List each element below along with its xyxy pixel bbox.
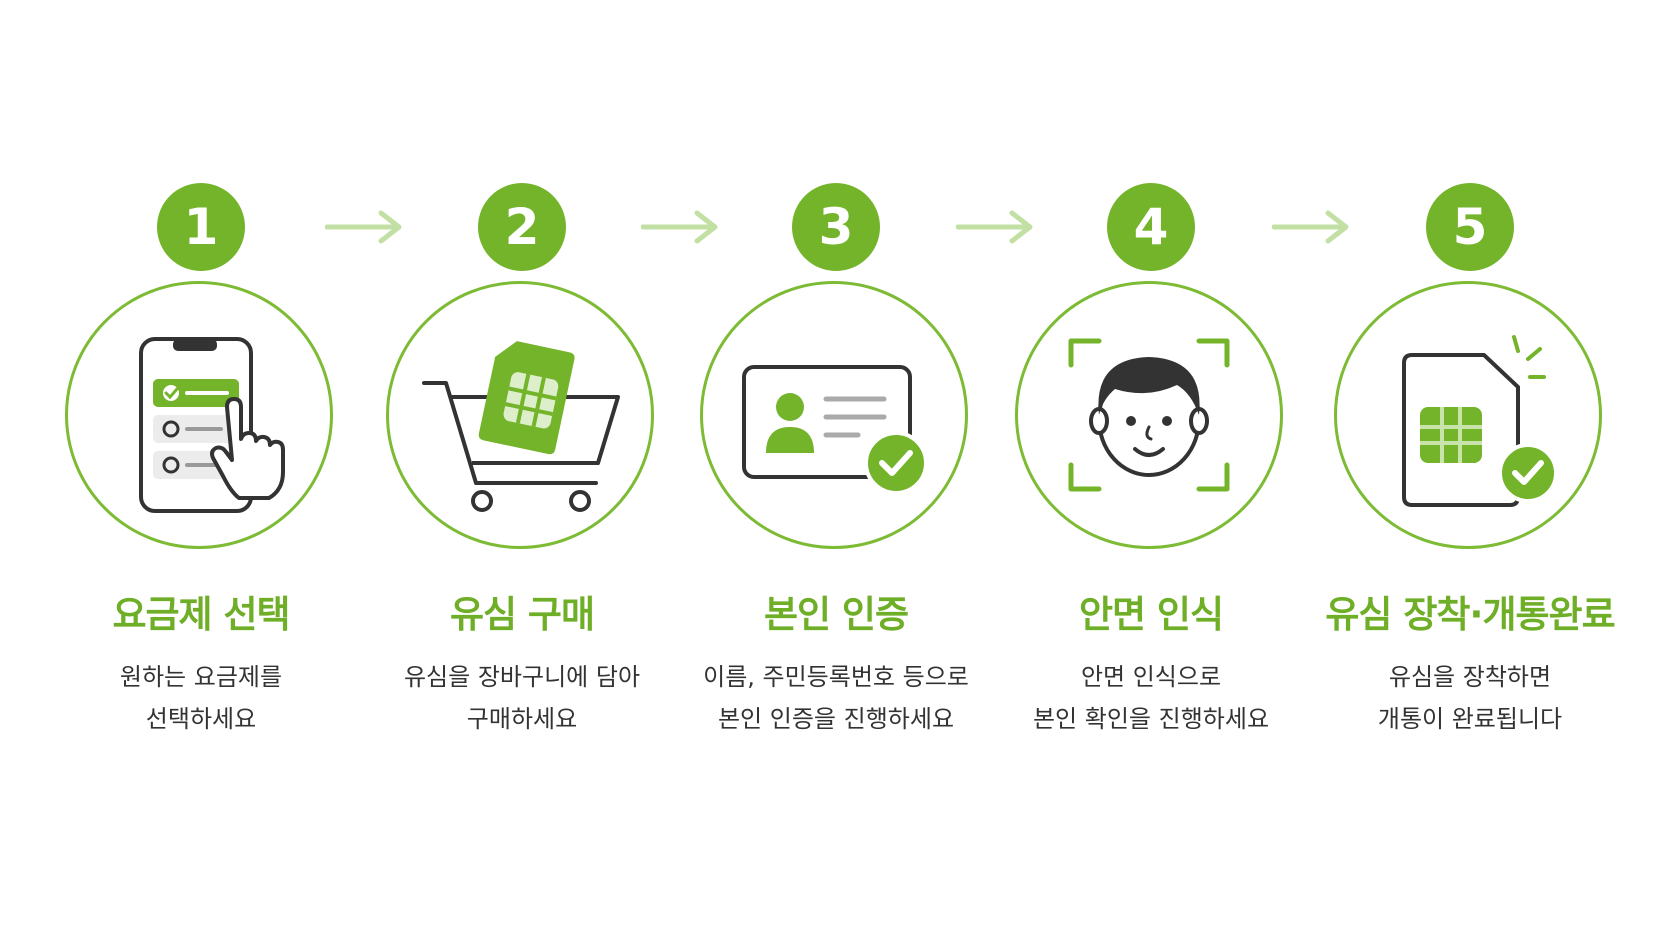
step-title: 유심 장착·개통완료 (1325, 593, 1615, 636)
step-2: 2 유심 구매 유심을 장바구니에 담아 구매하세요 (357, 0, 687, 941)
step-description: 이름, 주민등록번호 등으로 본인 인증을 진행하세요 (671, 656, 1001, 740)
step-title: 요금제 선택 (112, 593, 290, 636)
step-number-badge: 3 (792, 183, 880, 271)
step-description: 유심을 장착하면 개통이 완료됩니다 (1305, 656, 1635, 740)
phone-select-icon (139, 337, 285, 513)
step-icon-circle (1334, 281, 1602, 549)
step-icon-circle (700, 281, 968, 549)
arrow-right-icon (641, 210, 718, 244)
step-number-badge: 2 (478, 183, 566, 271)
step-3: 3 본인 인증 이름, 주민등록번호 등으로 본인 인증을 진행하세요 (671, 0, 1001, 941)
step-description-line: 구매하세요 (466, 705, 578, 733)
step-5: 5 유심 장착·개통완료 유심을 장착하면 개통이 완료됩니다 (1305, 0, 1635, 941)
step-number-badge: 1 (157, 183, 245, 271)
step-description: 유심을 장바구니에 담아 구매하세요 (357, 656, 687, 740)
step-4: 4 안면 인식 안면 인식으로 본인 확인을 진행하세요 (986, 0, 1316, 941)
id-card-check-icon (742, 365, 928, 495)
step-description-line: 본인 확인을 진행하세요 (1032, 705, 1270, 733)
step-description-line: 원하는 요금제를 (119, 663, 283, 691)
step-description-line: 유심을 장착하면 (1388, 663, 1552, 691)
arrow-right-icon (1272, 210, 1349, 244)
face-scan-icon (1068, 338, 1230, 492)
step-title: 본인 인증 (763, 593, 909, 636)
step-title: 유심 구매 (449, 593, 595, 636)
step-description-line: 유심을 장바구니에 담아 (403, 663, 641, 691)
step-icon-circle (386, 281, 654, 549)
step-description-line: 본인 인증을 진행하세요 (717, 705, 955, 733)
step-icon-circle (65, 281, 333, 549)
step-description-line: 이름, 주민등록번호 등으로 (703, 663, 969, 691)
step-icon-circle (1015, 281, 1283, 549)
step-description: 원하는 요금제를 선택하세요 (36, 656, 366, 740)
step-number-badge: 4 (1107, 183, 1195, 271)
arrow-right-icon (325, 210, 402, 244)
step-description: 안면 인식으로 본인 확인을 진행하세요 (986, 656, 1316, 740)
step-description-line: 개통이 완료됩니다 (1377, 705, 1563, 733)
arrow-right-icon (956, 210, 1033, 244)
step-description-line: 선택하세요 (145, 705, 257, 733)
sim-check-icon (1402, 335, 1558, 507)
step-1: 1 요금제 선택 원하는 요금제를 선택하세요 (36, 0, 366, 941)
step-description-line: 안면 인식으로 (1080, 663, 1222, 691)
step-number-badge: 5 (1426, 183, 1514, 271)
cart-sim-icon (422, 341, 620, 512)
step-title: 안면 인식 (1078, 593, 1224, 636)
